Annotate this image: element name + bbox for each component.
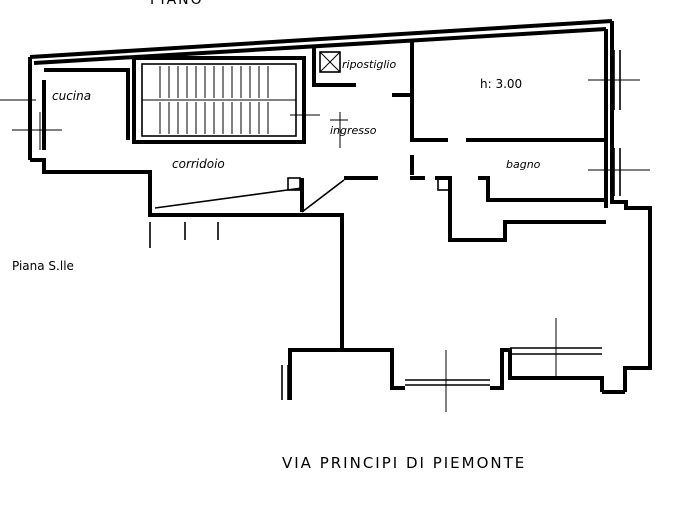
bottom-windows	[281, 318, 602, 412]
outer-walls	[28, 19, 652, 400]
room-label-ripostiglio: ripostiglio	[342, 58, 396, 71]
room-label-bagno: bagno	[506, 158, 541, 171]
ceiling-height-label: h: 3.00	[480, 77, 522, 91]
ripostiglio-box	[312, 48, 412, 97]
room-label-corridoio: corridoio	[172, 157, 225, 171]
right-windows	[588, 50, 650, 196]
center-marks	[290, 100, 348, 148]
kitchen-partition	[44, 68, 130, 140]
top-label: PIANO	[150, 0, 204, 8]
room-label-ingresso: ingresso	[330, 124, 377, 137]
interior-walls	[149, 40, 606, 248]
kitchen-window	[0, 99, 62, 150]
neighbor-label: Piana S.lle	[12, 259, 74, 273]
street-label: VIA PRINCIPI DI PIEMONTE	[282, 454, 526, 472]
stairwell	[132, 56, 306, 144]
room-label-cucina: cucina	[52, 89, 91, 103]
